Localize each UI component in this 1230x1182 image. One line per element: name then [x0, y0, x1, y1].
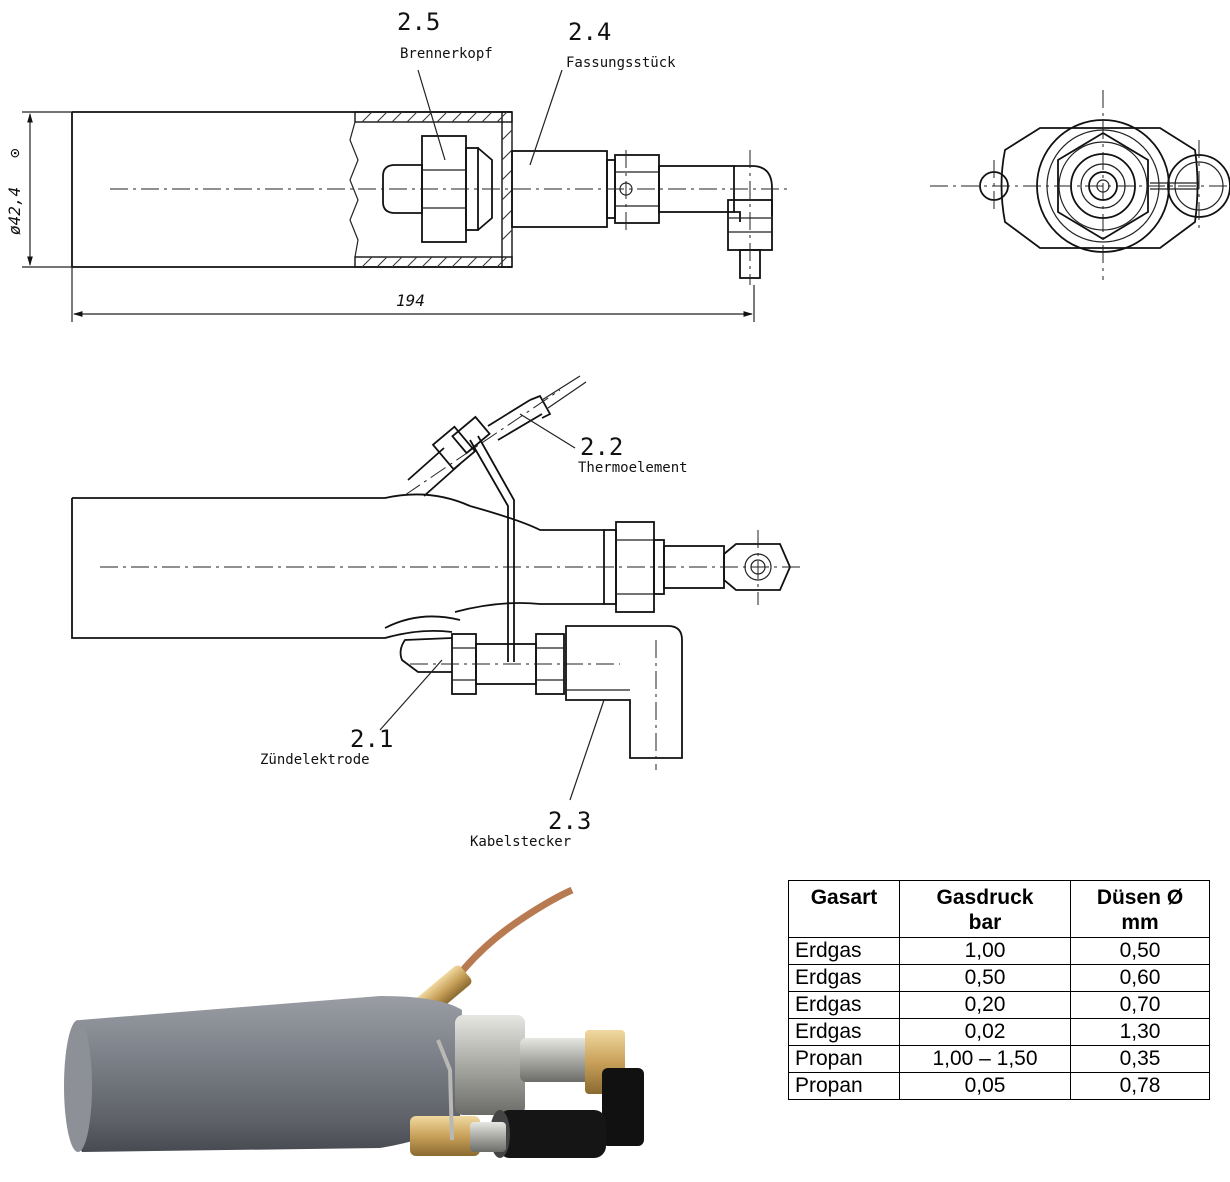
cell-gasart: Propan [788, 1045, 900, 1073]
cell-duesen: 1,30 [1070, 1018, 1210, 1046]
label-2-1-number: 2.1 [350, 725, 393, 753]
cell-gasdruck: 0,05 [899, 1072, 1071, 1100]
cell-duesen: 0,60 [1070, 964, 1210, 992]
table-row: Erdgas 0,20 0,70 [788, 991, 1210, 1019]
burner-photo [64, 886, 644, 1158]
side-view [71, 375, 800, 801]
table-row: Erdgas 1,00 0,50 [788, 937, 1210, 965]
diameter-dimension-text: ø42,4 [5, 187, 24, 235]
top-section-view [22, 69, 790, 322]
cell-duesen: 0,70 [1070, 991, 1210, 1019]
cell-gasdruck: 0,20 [899, 991, 1071, 1019]
label-2-5-number: 2.5 [397, 8, 440, 36]
cell-gasdruck: 0,02 [899, 1018, 1071, 1046]
cell-gasdruck: 0,50 [899, 964, 1071, 992]
table-row: Propan 0,05 0,78 [788, 1072, 1210, 1100]
cell-duesen: 0,78 [1070, 1072, 1210, 1100]
cell-gasart: Erdgas [788, 1018, 900, 1046]
cell-duesen: 0,35 [1070, 1045, 1210, 1073]
table-row: Erdgas 0,50 0,60 [788, 964, 1210, 992]
label-2-3-number: 2.3 [548, 807, 591, 835]
cell-gasart: Erdgas [788, 991, 900, 1019]
length-dimension-text: 194 [396, 291, 425, 310]
table-row: Erdgas 0,02 1,30 [788, 1018, 1210, 1046]
cell-gasart: Propan [788, 1072, 900, 1100]
cell-gasart: Erdgas [788, 937, 900, 965]
column-header-gasart: Gasart [788, 880, 900, 938]
end-view [930, 90, 1230, 280]
table-row: Propan 1,00 – 1,50 0,35 [788, 1045, 1210, 1073]
cell-gasdruck: 1,00 – 1,50 [899, 1045, 1071, 1073]
label-2-4-name: Fassungsstück [566, 55, 676, 71]
cell-gasdruck: 1,00 [899, 937, 1071, 965]
label-2-2-name: Thermoelement [578, 460, 688, 476]
label-2-4-number: 2.4 [568, 18, 611, 46]
cell-gasart: Erdgas [788, 964, 900, 992]
label-2-3-name: Kabelstecker [470, 834, 571, 850]
diameter-tolerance-icon: ⊙ [5, 148, 24, 158]
label-2-5-name: Brennerkopf [400, 46, 493, 62]
label-2-1-name: Zündelektrode [260, 752, 370, 768]
label-2-2-number: 2.2 [580, 433, 623, 461]
cell-duesen: 0,50 [1070, 937, 1210, 965]
